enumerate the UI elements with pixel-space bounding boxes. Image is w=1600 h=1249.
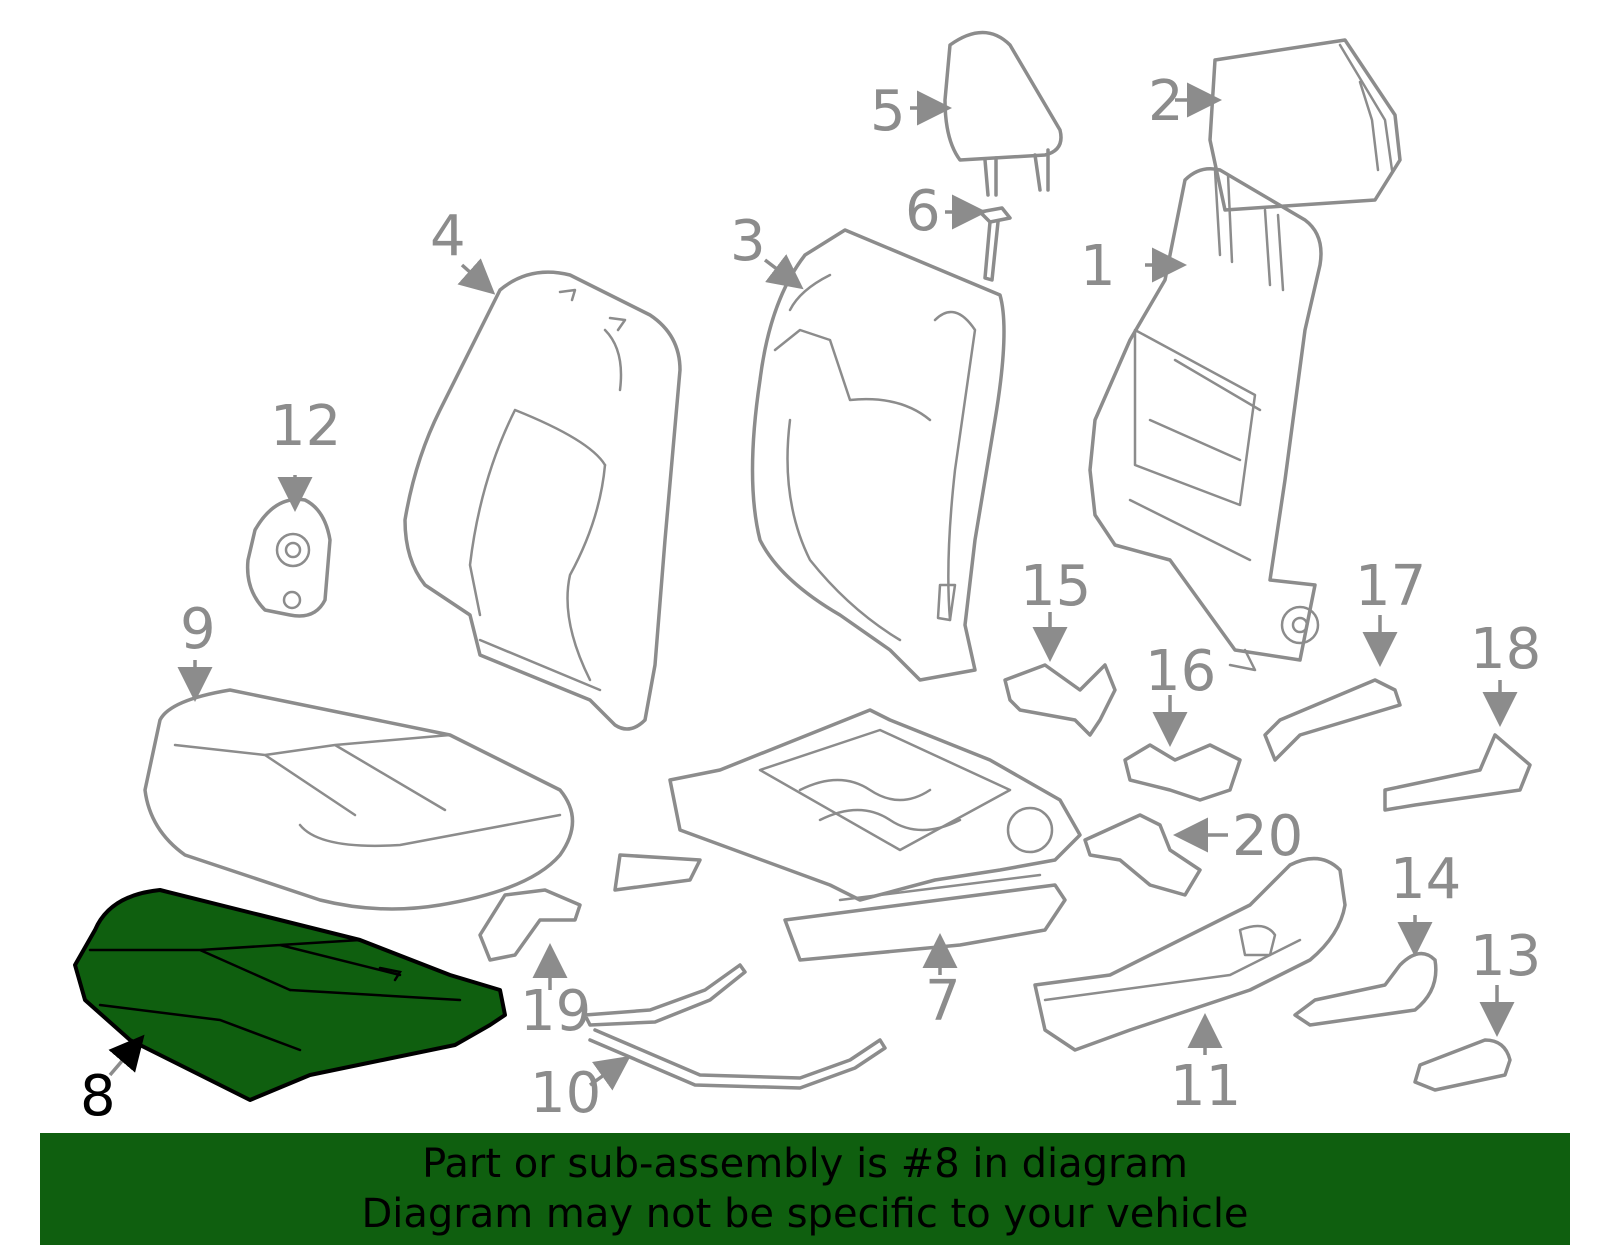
part-19-bracket [478,888,582,962]
callout-1: 1 [1080,234,1116,299]
callout-arrows [108,82,1518,1091]
callout-6: 6 [905,179,941,244]
callout-18: 18 [1470,617,1541,682]
part-12-recliner-cover [245,497,332,618]
part-11-side-shield [1033,856,1347,1052]
banner-line-1: Part or sub-assembly is #8 in diagram [422,1141,1188,1187]
callout-7: 7 [925,969,961,1034]
part-3-seatback-cover [750,228,1006,682]
callout-3: 3 [730,209,766,274]
callout-12: 12 [270,394,341,459]
arrow-4 [457,258,496,295]
part-4-seatback-cushion [403,270,682,731]
arrow-10 [588,1055,631,1091]
callout-16: 16 [1145,639,1216,704]
part-9-seat-cushion-cover [143,688,575,911]
callout-8: 8 [80,1064,116,1129]
part-15-bracket [1003,663,1117,737]
part-17-cover [1263,678,1402,762]
arrow-8 [108,1034,145,1077]
callout-9: 9 [180,597,216,662]
callout-2: 2 [1148,69,1184,134]
callout-14: 14 [1390,847,1461,912]
part-16-bracket [1123,743,1242,802]
part-6-guide-pin [978,206,1012,282]
callout-20: 20 [1232,804,1303,869]
part-13-knob [1413,1038,1512,1092]
callout-11: 11 [1170,1054,1241,1119]
callout-19: 19 [520,979,591,1044]
arrow-3 [763,254,804,290]
info-banner: Part or sub-assembly is #8 in diagram Di… [40,1133,1570,1245]
callout-13: 13 [1470,924,1541,989]
part-1-seatback-frame [1088,167,1323,672]
callout-labels: 1 2 3 4 5 6 7 8 9 10 11 12 13 14 15 16 1… [80,69,1541,1129]
callout-17: 17 [1355,554,1426,619]
part-7-seat-track-adjuster [613,708,1082,962]
part-2-headrest-pad [1208,38,1402,212]
callout-5: 5 [870,79,906,144]
part-8-seat-cushion-pad [73,888,507,1102]
part-14-knob [1293,951,1438,1027]
part-10-wire-harness [583,963,887,1090]
part-20-bracket [1083,813,1202,897]
part-5-headrest [943,30,1063,197]
callout-15: 15 [1020,554,1091,619]
callout-10: 10 [530,1061,601,1126]
part-18-cover [1383,733,1532,812]
callout-4: 4 [430,204,466,269]
banner-line-2: Diagram may not be specific to your vehi… [361,1191,1249,1237]
